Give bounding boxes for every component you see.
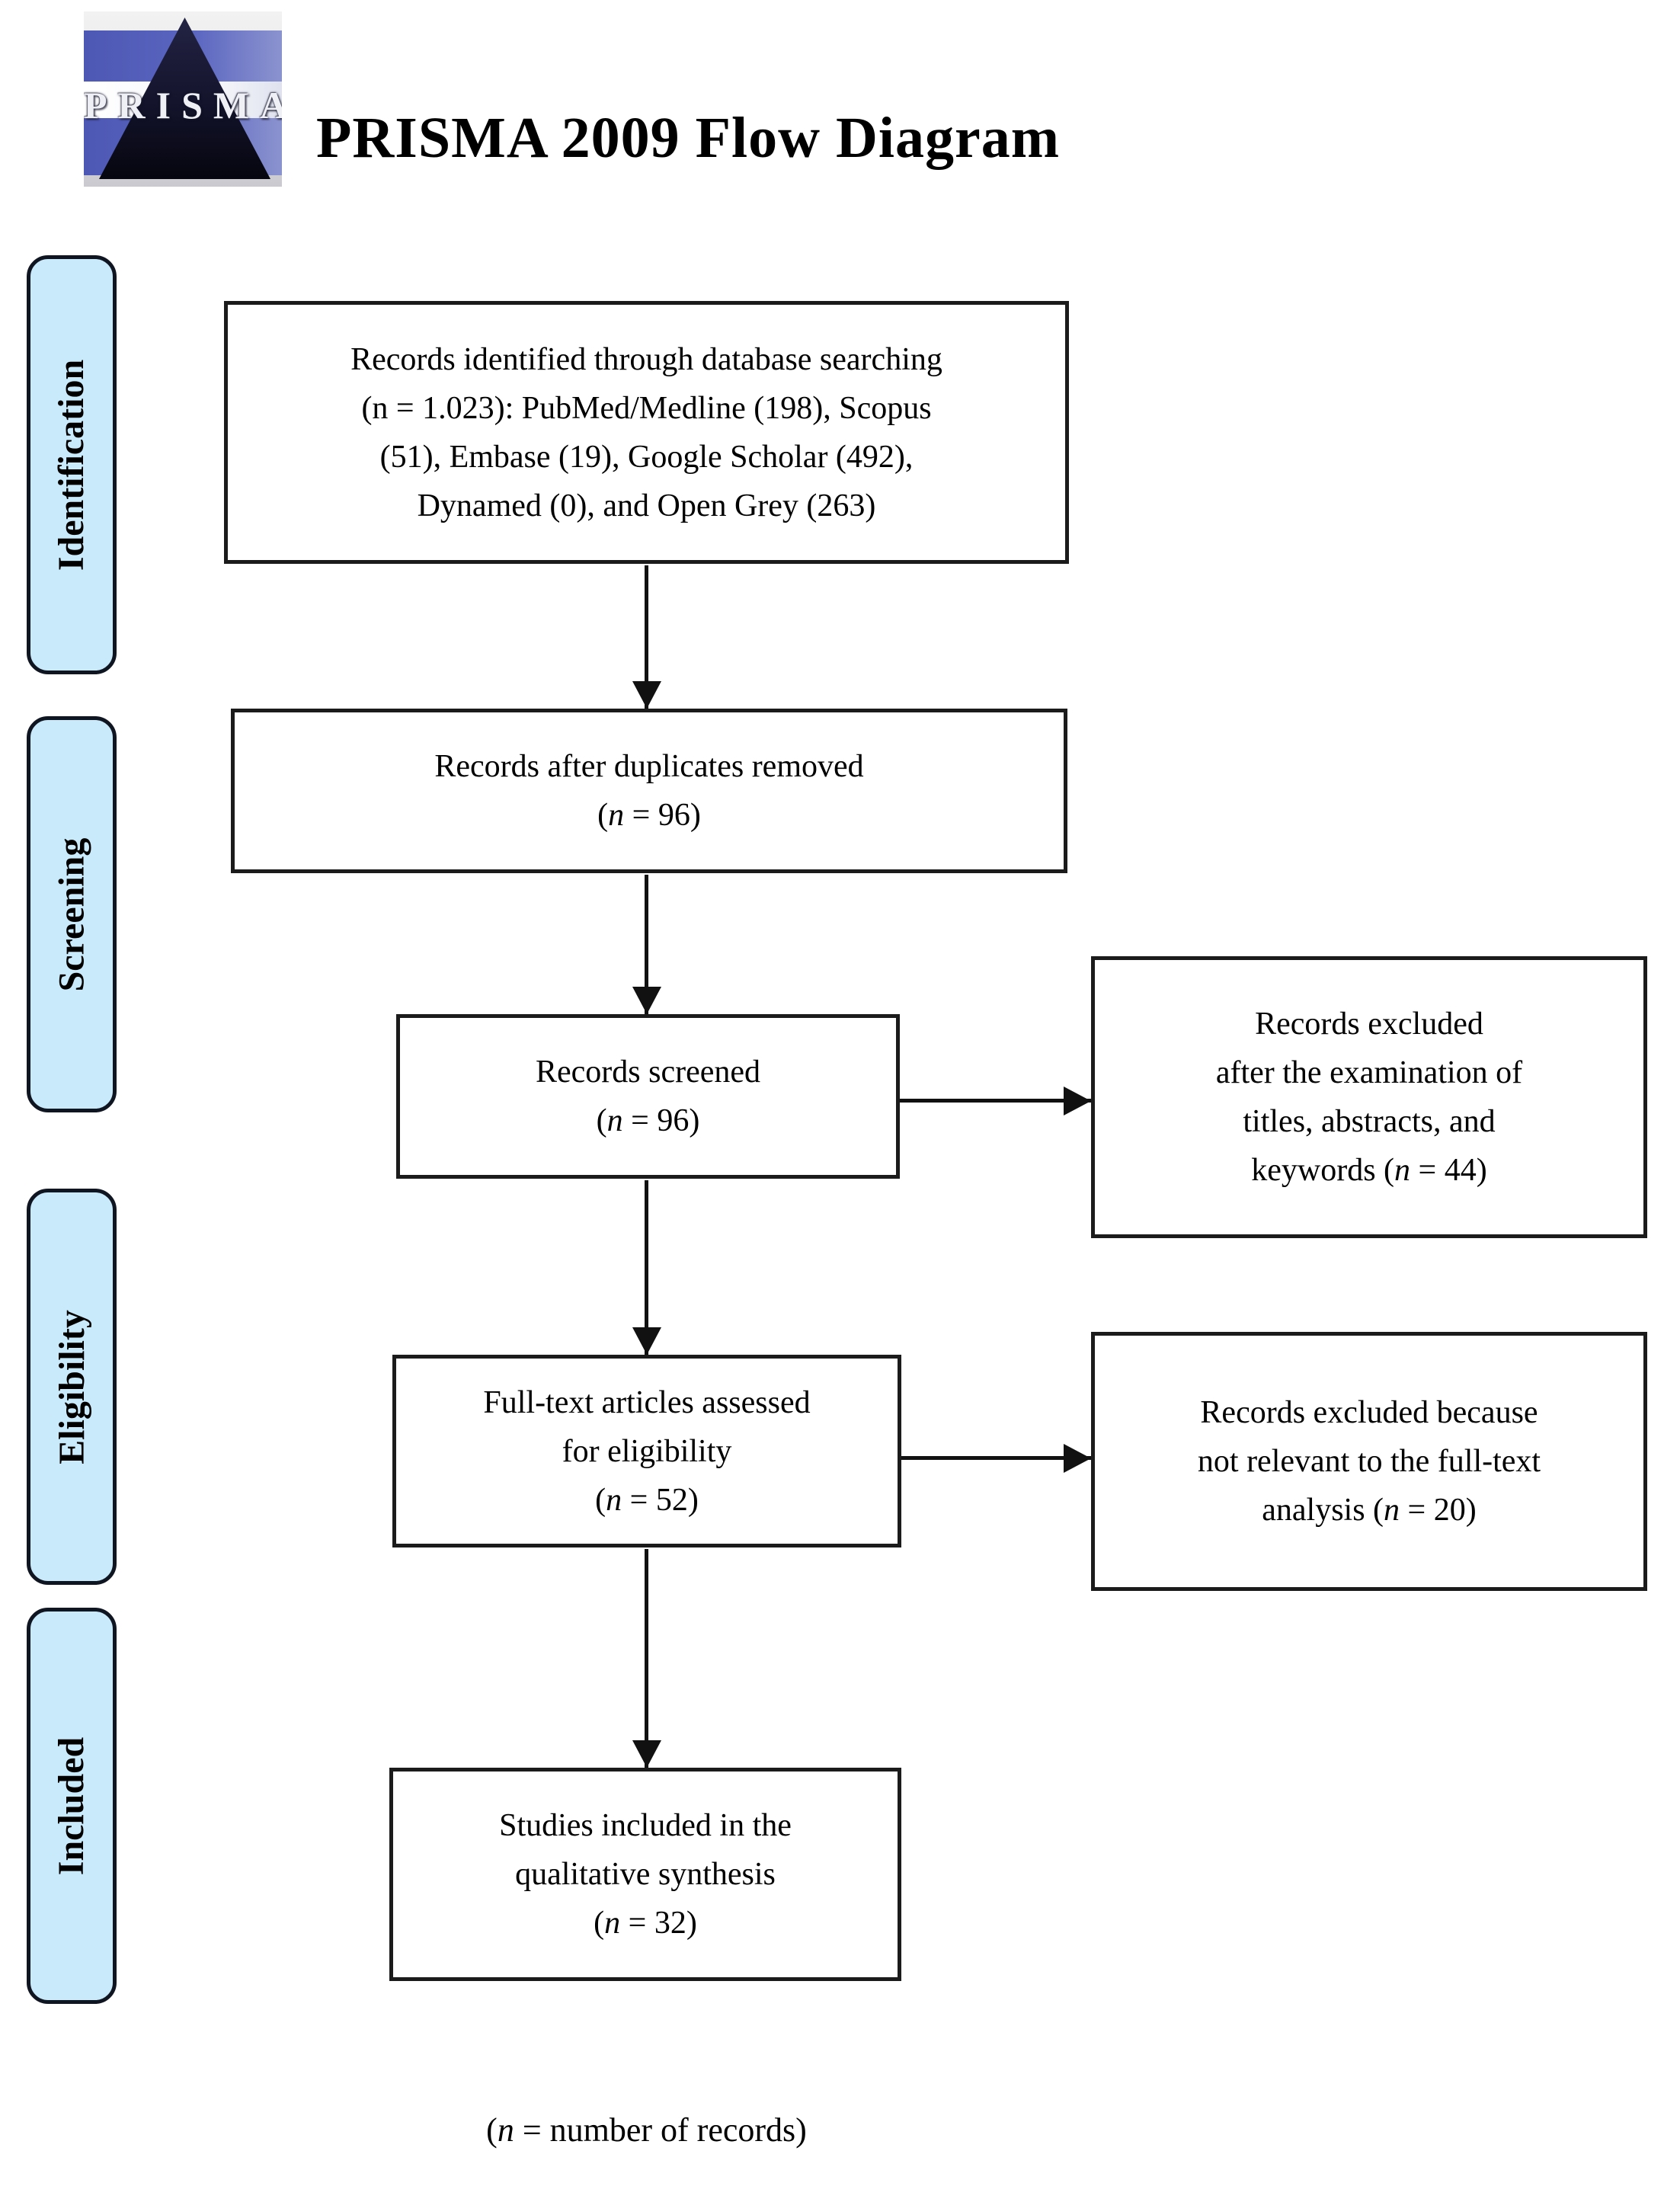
arrow-right-screened-to-excluded-icon — [900, 1099, 1091, 1103]
page-title: PRISMA 2009 Flow Diagram — [316, 106, 1061, 170]
logo-wordmark: PRISMA — [84, 84, 282, 126]
arrow-down-dedup-to-screened-icon — [645, 875, 648, 1014]
stage-label-text: Screening — [51, 837, 92, 991]
box-records-identified: Records identified through database sear… — [224, 301, 1069, 564]
footnote-legend: (n = number of records) — [486, 2111, 807, 2149]
arrow-down-screened-to-fulltext-icon — [645, 1180, 648, 1355]
arrow-right-fulltext-to-excluded-icon — [901, 1456, 1091, 1460]
prisma-logo: PRISMA — [84, 11, 282, 187]
stage-label-screening: Screening — [27, 716, 117, 1112]
stage-label-text: Eligibility — [51, 1309, 92, 1464]
arrow-down-identified-to-dedup-icon — [645, 565, 648, 709]
arrow-down-fulltext-to-included-icon — [645, 1549, 648, 1768]
stage-label-eligibility: Eligibility — [27, 1189, 117, 1585]
stage-label-text: Included — [51, 1736, 92, 1875]
box-records-after-duplicates-removed: Records after duplicates removed(n = 96) — [231, 709, 1067, 873]
stage-label-included: Included — [27, 1608, 117, 2004]
stage-label-text: Identification — [51, 359, 92, 571]
box-records-screened: Records screened(n = 96) — [396, 1014, 900, 1179]
stage-label-identification: Identification — [27, 255, 117, 674]
